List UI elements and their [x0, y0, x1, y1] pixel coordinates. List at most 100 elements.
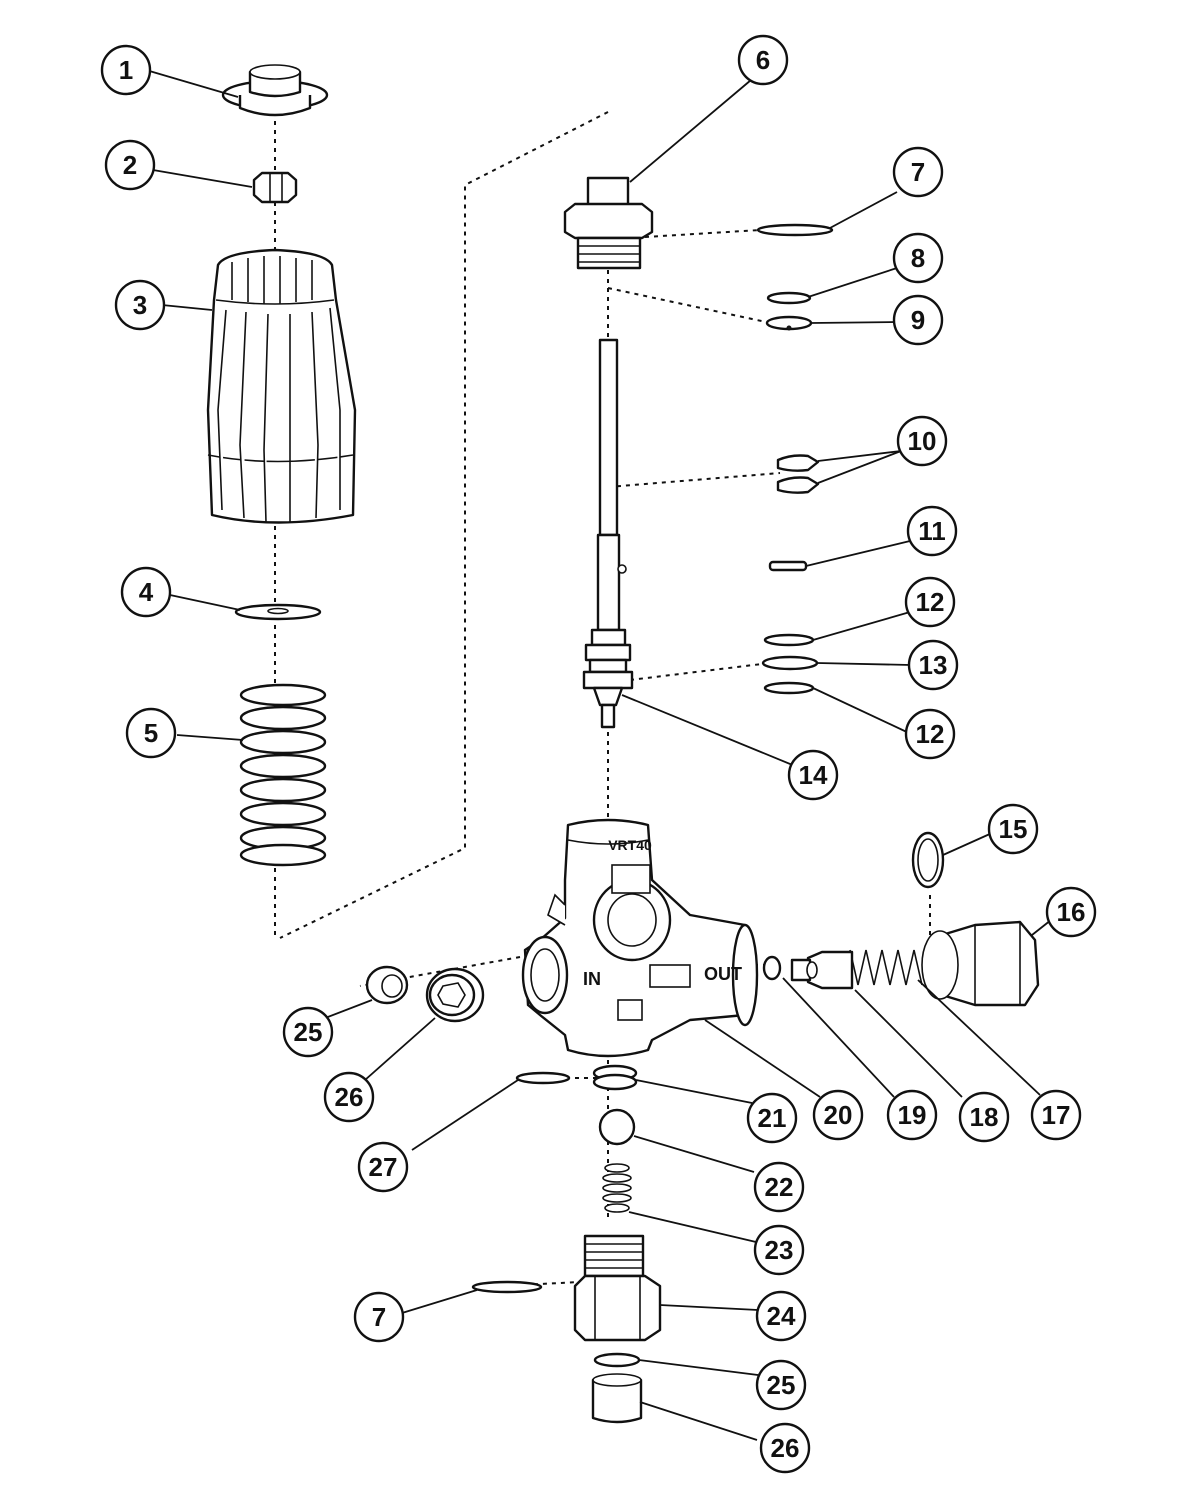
callout-number: 17: [1042, 1100, 1071, 1130]
callout-number: 14: [799, 760, 828, 790]
callout-circle: [1030, 1089, 1082, 1141]
part-12-ring-upper: [763, 633, 815, 647]
callout-25: 25: [755, 1359, 807, 1411]
part-19-disc: [762, 955, 782, 981]
part-25-ring-lower: [593, 1352, 641, 1368]
part-7-oring-lower: [471, 1280, 543, 1294]
callout-21: 21: [746, 1092, 798, 1144]
callout-8: 8: [892, 232, 944, 284]
callout-number: 26: [335, 1082, 364, 1112]
callout-circle: [987, 803, 1039, 855]
callout-number: 8: [911, 243, 925, 273]
callout-circle: [120, 566, 172, 618]
callout-circle: [125, 707, 177, 759]
callout-number: 2: [123, 150, 137, 180]
callout-5: 5: [125, 707, 177, 759]
callout-circle: [737, 34, 789, 86]
callout-circle: [904, 576, 956, 628]
callout-6: 6: [737, 34, 789, 86]
callout-circle: [100, 44, 152, 96]
callout-circle: [892, 232, 944, 284]
callout-12: 12: [904, 576, 956, 628]
callout-13: 13: [907, 639, 959, 691]
callout-circle: [892, 294, 944, 346]
callout-10: 10: [896, 415, 948, 467]
callout-12: 12: [904, 708, 956, 760]
callout-circle: [753, 1161, 805, 1213]
part-14-piston: [582, 338, 634, 729]
callout-22: 22: [753, 1161, 805, 1213]
callout-23: 23: [753, 1224, 805, 1276]
part-24-fitting: [573, 1234, 662, 1342]
callout-circle: [759, 1422, 811, 1474]
part-23-spring: [602, 1163, 632, 1213]
callout-circle: [104, 139, 156, 191]
callout-number: 7: [911, 157, 925, 187]
part-15-oring: [911, 831, 945, 889]
part-11-pin: [768, 560, 808, 572]
callout-number: 7: [372, 1302, 386, 1332]
part-6-fitting: [563, 176, 654, 270]
callout-circle: [746, 1092, 798, 1144]
callout-7: 7: [892, 146, 944, 198]
part-13-ring: [761, 655, 819, 671]
callout-circle: [958, 1091, 1010, 1143]
callout-number: 4: [139, 577, 154, 607]
callout-7: 7: [353, 1291, 405, 1343]
body-model-marking: VRT40: [608, 837, 652, 853]
callout-circle: [755, 1290, 807, 1342]
part-27-washer: [515, 1071, 571, 1085]
part-18-plunger: [790, 950, 854, 990]
callout-number: 18: [970, 1102, 999, 1132]
part-1-cap: [221, 64, 329, 117]
callout-1: 1: [100, 44, 152, 96]
callout-number: 25: [767, 1370, 796, 1400]
callout-17: 17: [1030, 1089, 1082, 1141]
callout-number: 12: [916, 719, 945, 749]
callout-number: 12: [916, 587, 945, 617]
part-12-ring-lower: [763, 681, 815, 695]
part-2-nut: [252, 171, 298, 204]
callout-26: 26: [323, 1071, 375, 1123]
callout-circle: [892, 146, 944, 198]
callout-number: 20: [824, 1100, 853, 1130]
callout-number: 21: [758, 1103, 787, 1133]
part-25-ring-left: [365, 965, 409, 1005]
callout-circle: [1045, 886, 1097, 938]
callout-19: 19: [886, 1089, 938, 1141]
callout-circle: [323, 1071, 375, 1123]
callout-11: 11: [906, 505, 958, 557]
callout-3: 3: [114, 279, 166, 331]
callout-circle: [886, 1089, 938, 1141]
part-20-valve-body: VRT40 IN OUT: [521, 818, 759, 1058]
part-21-seal: [592, 1064, 638, 1091]
callout-15: 15: [987, 803, 1039, 855]
part-9-seal: [765, 315, 813, 331]
callout-circle: [812, 1089, 864, 1141]
callout-circle: [787, 749, 839, 801]
callout-circle: [357, 1141, 409, 1193]
callout-number: 13: [919, 650, 948, 680]
callout-circle: [114, 279, 166, 331]
callout-number: 26: [771, 1433, 800, 1463]
callout-27: 27: [357, 1141, 409, 1193]
part-4-washer: [234, 603, 322, 621]
callout-number: 9: [911, 305, 925, 335]
callout-number: 11: [918, 516, 946, 546]
callout-16: 16: [1045, 886, 1097, 938]
part-26-plug-left: [425, 967, 485, 1023]
callout-number: 23: [765, 1235, 794, 1265]
body-port-out-marking: OUT: [704, 964, 742, 984]
callout-circle: [282, 1006, 334, 1058]
callout-number: 24: [767, 1301, 796, 1331]
callout-labels: 1234567891011121312141516171819202122232…: [100, 34, 1097, 1474]
part-22-ball: [598, 1108, 636, 1146]
callout-number: 16: [1057, 897, 1086, 927]
callout-circle: [896, 415, 948, 467]
callout-20: 20: [812, 1089, 864, 1141]
callout-circle: [353, 1291, 405, 1343]
callout-circle: [907, 639, 959, 691]
callout-18: 18: [958, 1091, 1010, 1143]
callout-circle: [755, 1359, 807, 1411]
